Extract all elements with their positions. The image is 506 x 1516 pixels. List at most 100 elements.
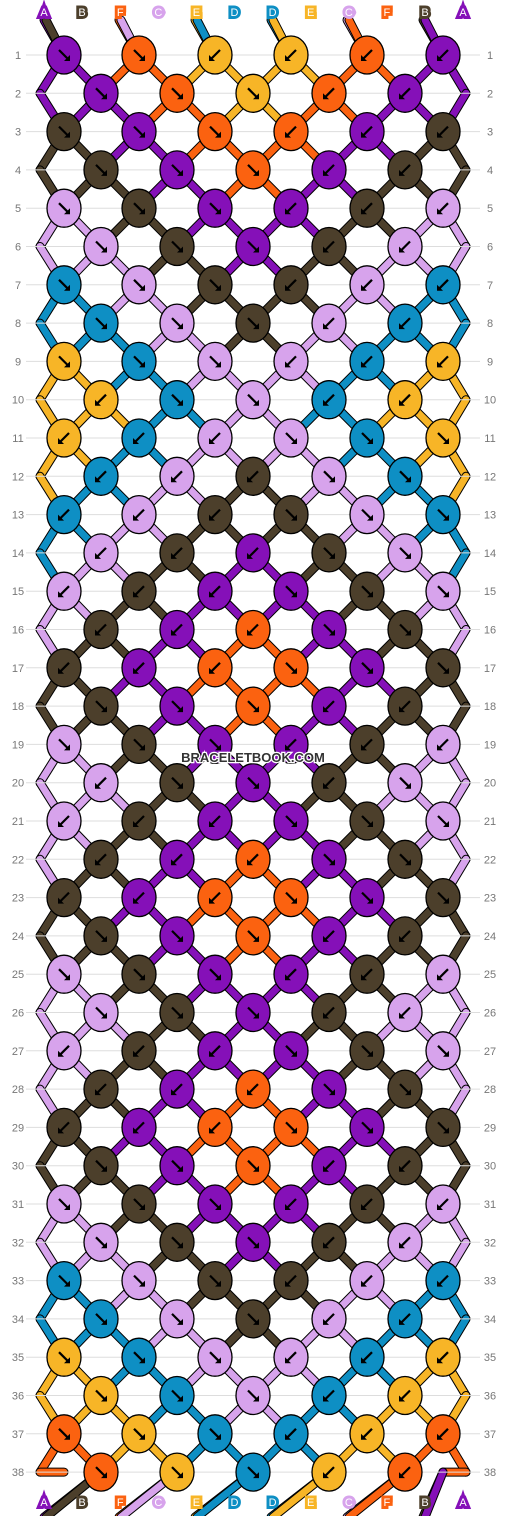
arrow-head (64, 1280, 70, 1287)
knot (46, 877, 82, 918)
arrow-head (64, 1433, 70, 1440)
arrow-head (405, 476, 411, 483)
knot (311, 533, 347, 573)
knot (349, 1260, 385, 1301)
arrow-head (253, 782, 259, 789)
arrow-head (405, 552, 411, 559)
knot (197, 111, 233, 152)
row-label-left: 27 (12, 1046, 24, 1058)
knot (349, 801, 385, 841)
knot (197, 35, 233, 75)
knot (235, 839, 271, 879)
arrow-head (323, 706, 329, 713)
arrow-head (171, 476, 177, 483)
knot (311, 456, 347, 496)
knot (197, 648, 233, 688)
arrow-head (209, 1127, 215, 1134)
knot (197, 418, 233, 458)
arrow-head (171, 552, 177, 559)
arrow-head (437, 55, 443, 61)
row-label-right: 5 (487, 203, 493, 215)
row-label-left: 24 (12, 931, 24, 943)
knot (235, 226, 271, 267)
arrow-head (405, 782, 411, 789)
arrow-head (101, 935, 107, 942)
knot (83, 1146, 119, 1186)
knot (235, 1146, 271, 1186)
knot (121, 877, 157, 918)
knot (273, 265, 309, 305)
knot (46, 1337, 82, 1377)
knot (197, 877, 233, 918)
arrow-head (101, 1472, 107, 1479)
knot (197, 724, 233, 765)
arrow-head (323, 935, 329, 942)
row-label-left: 10 (12, 395, 24, 407)
knot (197, 954, 233, 994)
arrow-head (64, 131, 70, 138)
knot (387, 150, 423, 190)
strand-letter-bottom: A (40, 1497, 48, 1509)
row-label-right: 20 (484, 778, 496, 790)
row-label-left: 12 (12, 471, 24, 483)
arrow-head (285, 744, 291, 751)
arrow-head (215, 1280, 221, 1287)
arrow-head (64, 361, 70, 368)
strand-letter-bottom: D (231, 1497, 239, 1509)
row-label-right: 38 (484, 1467, 496, 1479)
arrow-head (253, 399, 259, 406)
knot (159, 1222, 195, 1262)
knot (197, 1260, 233, 1301)
knot (349, 648, 385, 688)
arrow-head (177, 169, 183, 176)
knot (387, 73, 423, 113)
arrow-head (101, 1012, 107, 1019)
arrow-head (285, 131, 291, 138)
row-label-left: 14 (12, 548, 24, 560)
row-label-left: 18 (12, 701, 24, 713)
knot (121, 1414, 157, 1454)
knot (311, 1069, 347, 1109)
knot (121, 1337, 157, 1377)
knot (83, 456, 119, 496)
knot (425, 494, 461, 535)
arrow-head (361, 1204, 367, 1210)
strand-letter-bottom: F (384, 1497, 391, 1509)
arrow-head (139, 208, 145, 215)
knot (197, 801, 233, 841)
watermark: BRACELETBOOK.COM (181, 750, 325, 765)
knot (387, 456, 423, 496)
arrow-head (329, 476, 335, 483)
arrow-head (171, 859, 177, 866)
knot (46, 1107, 82, 1148)
knot (311, 609, 347, 650)
knot (425, 1184, 461, 1224)
row-label-right: 19 (484, 739, 496, 751)
row-label-right: 9 (487, 356, 493, 368)
row-label-right: 21 (484, 816, 496, 828)
knot (121, 801, 157, 841)
row-label-left: 37 (12, 1429, 24, 1441)
knot (46, 571, 82, 611)
arrow-head (64, 1204, 70, 1210)
knot (311, 1222, 347, 1262)
arrow-head (253, 169, 259, 176)
knot (121, 571, 157, 611)
knot (121, 188, 157, 228)
row-label-right: 12 (484, 471, 496, 483)
knot (387, 609, 423, 650)
arrow-head (215, 744, 221, 751)
knot (425, 1107, 461, 1148)
row-label-left: 3 (15, 127, 21, 139)
arrow-head (177, 1012, 183, 1019)
row-label-left: 20 (12, 778, 24, 790)
arrow-head (291, 821, 297, 827)
knot (349, 1337, 385, 1377)
arrow-head (405, 629, 411, 636)
arrow-head (139, 744, 145, 751)
arrow-head (177, 93, 183, 100)
arrow-head (361, 55, 367, 61)
knot (197, 1031, 233, 1071)
row-label-left: 33 (12, 1276, 24, 1288)
knot (235, 686, 271, 726)
